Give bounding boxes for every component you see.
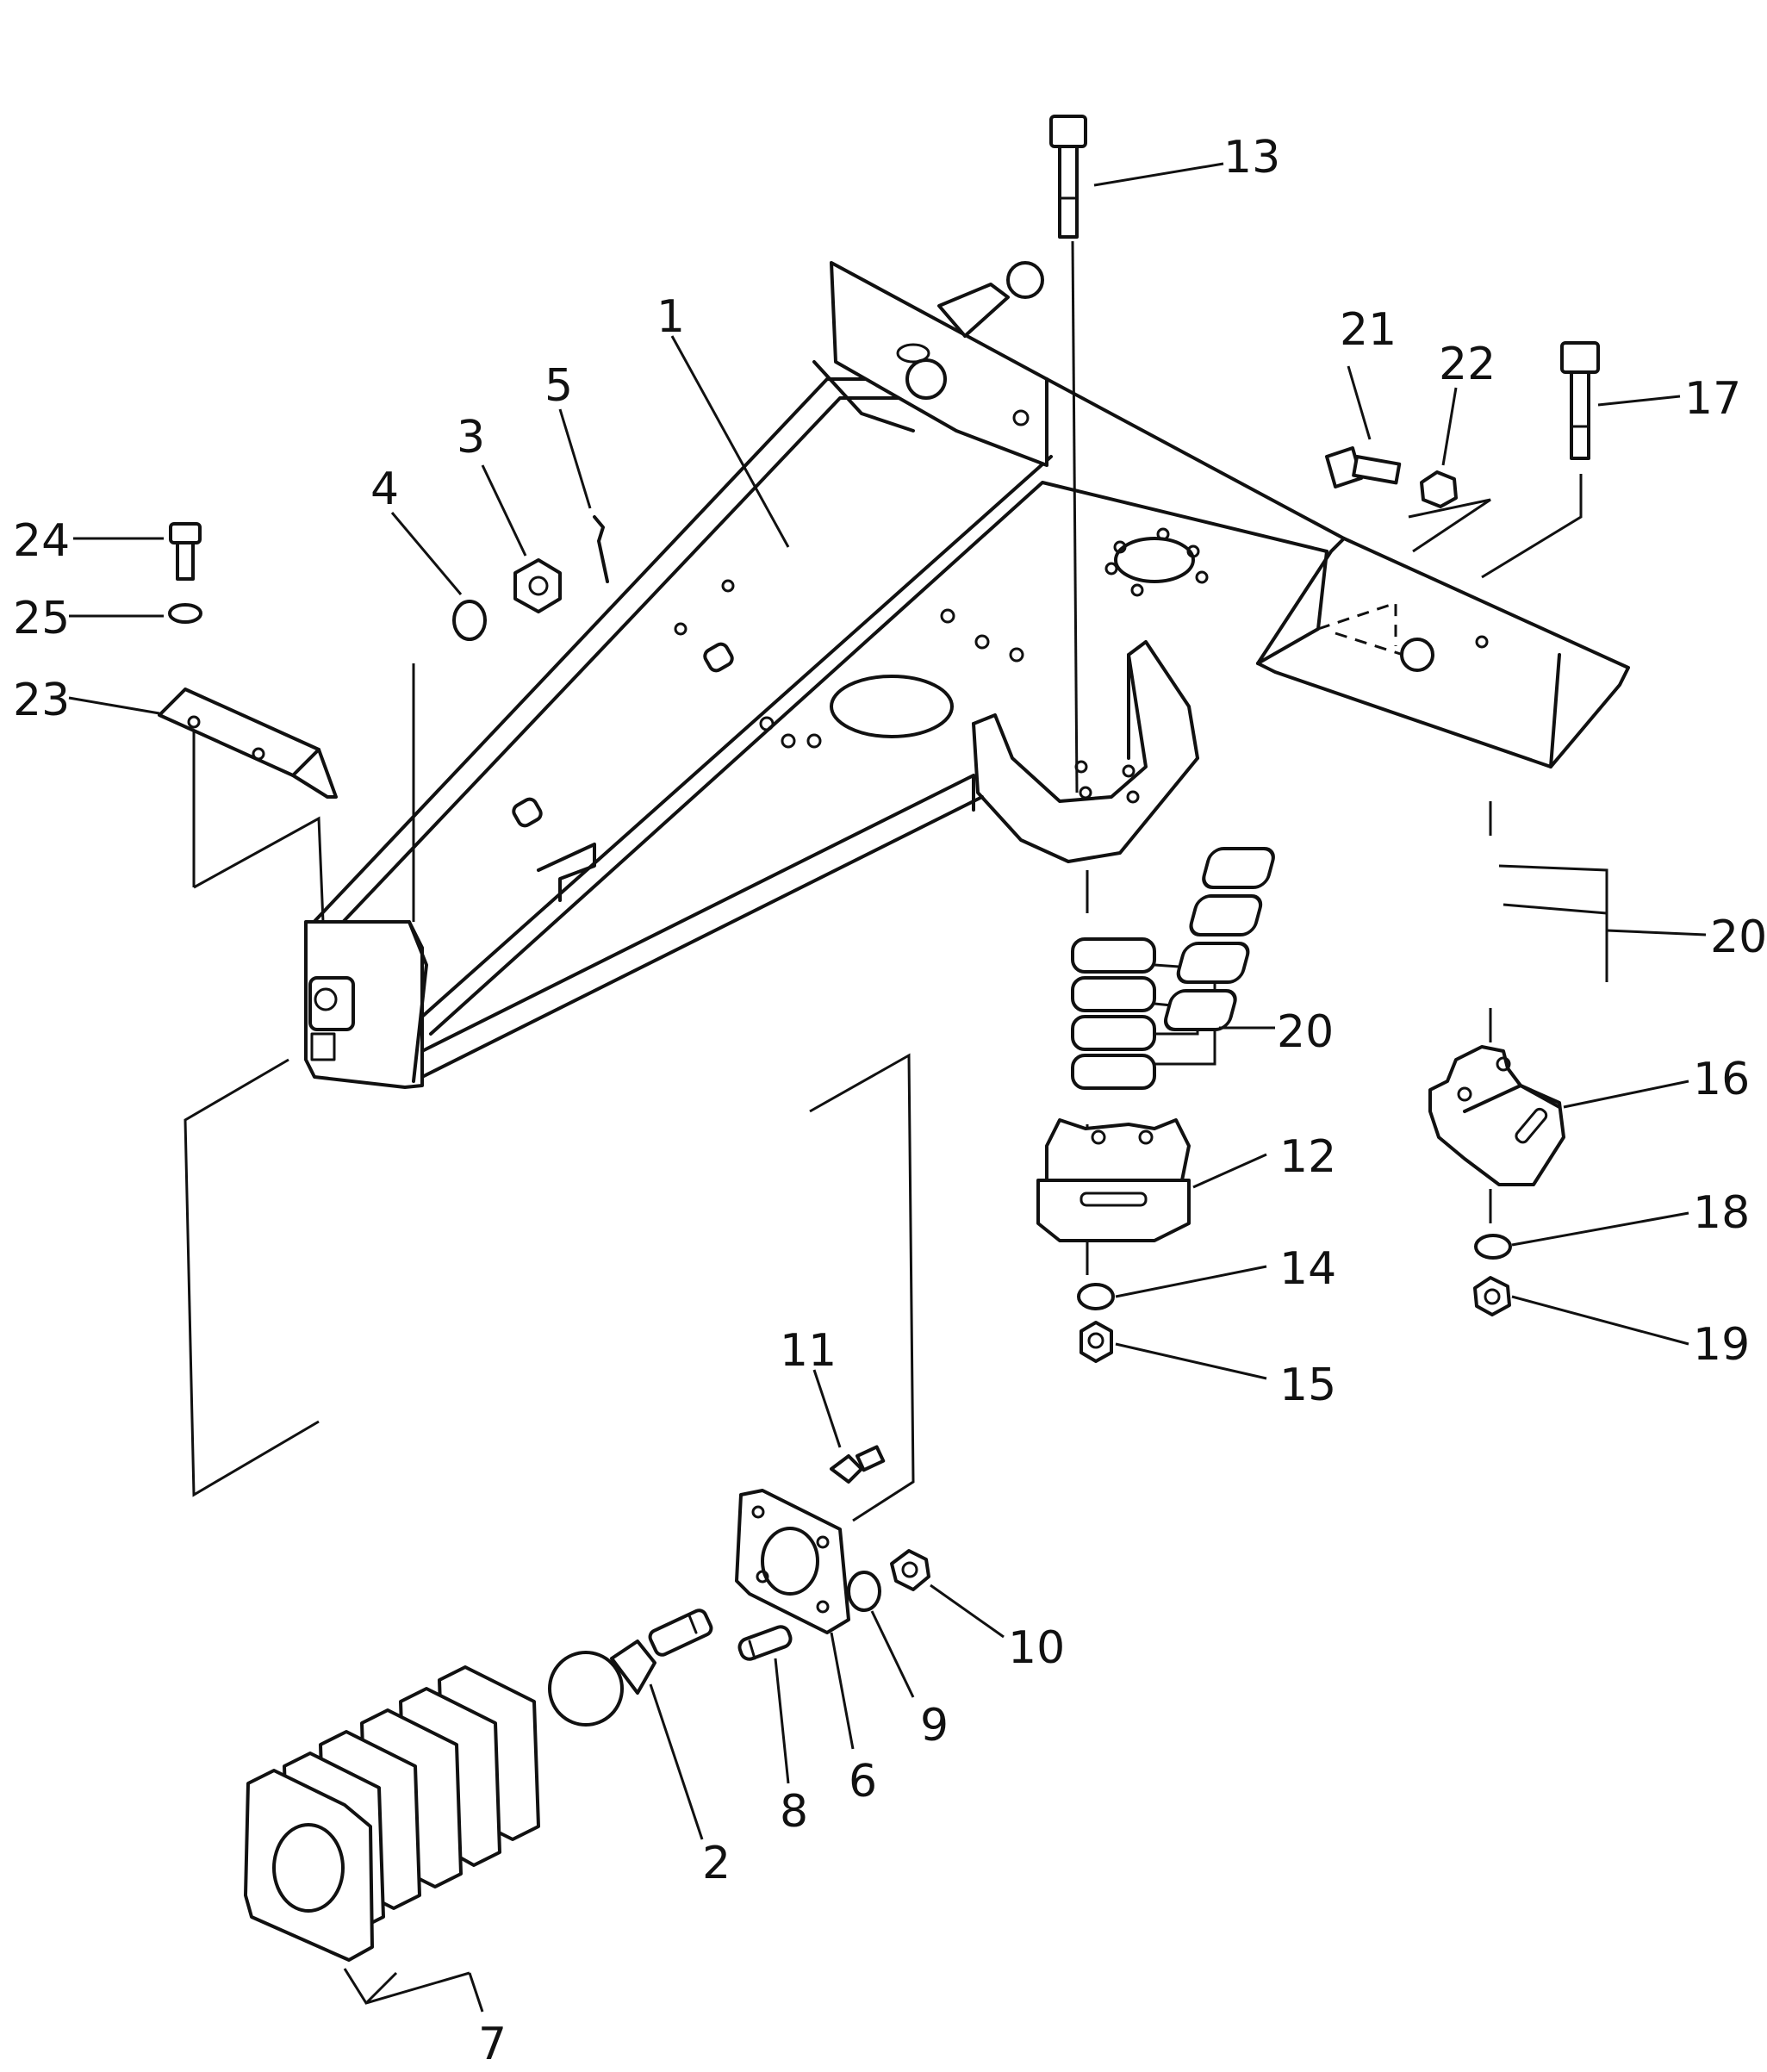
callout-numbers: 1 2 3 4 5 6 7 8 9 10 11 12 13 14 15 16 1… — [13, 132, 1767, 2070]
frame-center-hole — [830, 675, 954, 738]
callout-20-left: 20 — [1277, 1006, 1334, 1058]
frame-ball-stud-right — [1400, 638, 1434, 672]
callout-13: 13 — [1223, 132, 1280, 184]
nut-15 — [1079, 1321, 1113, 1363]
callout-17: 17 — [1684, 373, 1741, 425]
cotter-pin-5 — [593, 515, 609, 583]
washer-9 — [847, 1571, 881, 1612]
shim-stack-20-right — [1163, 847, 1608, 1031]
bolt-13 — [1049, 115, 1087, 239]
callout-3: 3 — [457, 412, 485, 464]
bolt-17 — [1560, 341, 1600, 460]
callout-22: 22 — [1439, 339, 1496, 390]
leader-lines — [68, 162, 1707, 2013]
stud-8 — [737, 1625, 793, 1661]
main-frame — [304, 261, 1630, 1089]
nut-19 — [1473, 1276, 1511, 1316]
cradle-bracket — [972, 640, 1199, 863]
callout-15: 15 — [1279, 1360, 1336, 1411]
ball-stud-2 — [548, 1608, 713, 1727]
pad-12 — [1036, 1118, 1191, 1242]
washer-18 — [1474, 1234, 1512, 1260]
callout-8: 8 — [780, 1786, 808, 1838]
callout-2: 2 — [702, 1838, 731, 1889]
callout-14: 14 — [1279, 1243, 1336, 1295]
callout-19: 19 — [1693, 1319, 1750, 1371]
callout-25: 25 — [13, 593, 70, 644]
callout-5: 5 — [544, 360, 573, 412]
washer-14 — [1077, 1283, 1115, 1310]
callout-21: 21 — [1340, 304, 1397, 356]
bolt-21 — [1325, 446, 1402, 488]
callout-24: 24 — [13, 515, 70, 567]
frame-ball-stud-top — [896, 261, 1044, 400]
nut-10 — [890, 1549, 930, 1591]
callout-1: 1 — [656, 291, 685, 343]
shim-plates-7 — [244, 1665, 540, 2005]
callout-7: 7 — [478, 2019, 507, 2070]
nut-22 — [1420, 470, 1458, 508]
frame-flange-hole — [1114, 537, 1195, 583]
callout-20-right: 20 — [1710, 912, 1767, 963]
pad-16 — [1428, 1045, 1565, 1186]
shim-stack-20-left — [1071, 937, 1216, 1090]
callout-4: 4 — [370, 464, 399, 515]
callout-16: 16 — [1693, 1054, 1750, 1105]
washer-4 — [452, 600, 487, 641]
callout-12: 12 — [1279, 1131, 1336, 1183]
callout-6: 6 — [849, 1756, 877, 1808]
assembly-lines — [184, 240, 1583, 1522]
nut-3 — [513, 558, 562, 613]
callout-18: 18 — [1693, 1187, 1750, 1239]
flange-plate-6 — [735, 1489, 850, 1634]
bolt-24 — [169, 522, 202, 581]
callout-11: 11 — [780, 1325, 837, 1377]
grease-fitting-11 — [830, 1445, 886, 1484]
callout-10: 10 — [1008, 1622, 1065, 1674]
callout-9: 9 — [920, 1700, 949, 1752]
cover-plate-23 — [158, 688, 338, 799]
washer-25 — [168, 603, 202, 624]
callout-23: 23 — [13, 675, 70, 726]
